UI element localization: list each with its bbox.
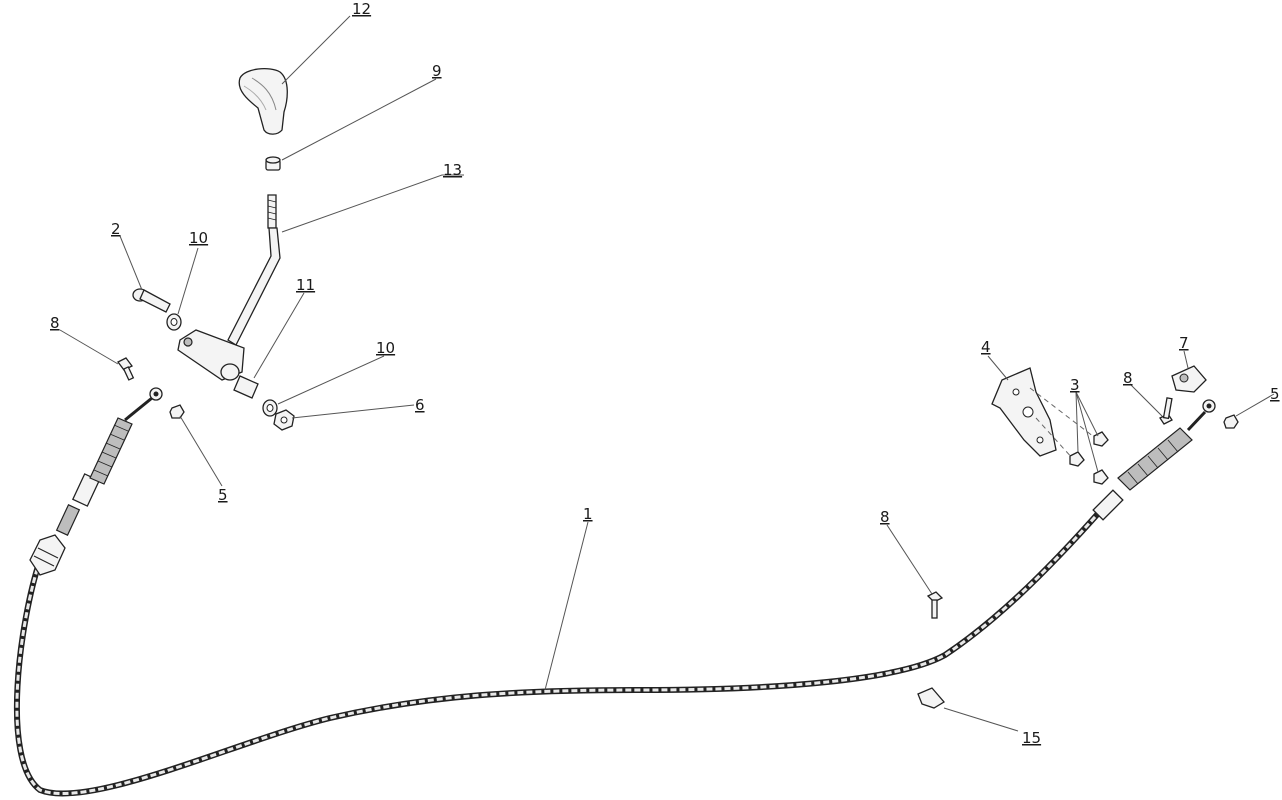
right-cable-ferrule [1092,489,1124,521]
left-cable-rod [124,396,153,422]
callout-5-right: 5 [1270,385,1280,403]
left-rubber-boot [29,534,66,576]
callout-2: 2 [111,220,121,238]
cable-right-end [1092,399,1216,521]
callout-10-upper: 10 [189,229,208,247]
pivot-bolt [132,288,171,313]
knob-adapter [265,156,281,171]
callout-9: 9 [432,62,442,80]
lever-shaft [227,227,281,346]
callout-10-lower: 10 [376,339,395,357]
callout-1: 1 [583,505,593,523]
cable-left-end [29,387,163,576]
right-bellows [1117,427,1193,491]
lever-pivot-boss [220,363,240,381]
nut-right [1223,414,1239,429]
right-cable-rod [1186,410,1207,432]
callout-8-right: 8 [1123,369,1133,387]
callout-4: 4 [981,338,991,356]
callout-6: 6 [415,396,425,414]
screw-c [1093,469,1109,485]
nut-left [169,404,185,419]
callout-7: 7 [1179,334,1189,352]
cable-inner-line [15,499,1112,796]
left-cable-sleeve [55,503,81,537]
callout-15: 15 [1022,729,1041,747]
callout-labels: 1 2 3 4 5 5 6 7 8 8 8 9 10 10 11 12 13 1… [50,0,1280,747]
callout-12: 12 [352,0,371,18]
gear-lever [177,194,281,381]
pivot-bushing [233,375,259,399]
callout-8-center: 8 [880,508,890,526]
callout-3: 3 [1070,376,1080,394]
callout-13: 13 [443,161,462,179]
callout-5-left: 5 [218,486,228,504]
callout-8-left: 8 [50,314,60,332]
cable-bracket [991,367,1099,461]
screw-a [1093,431,1109,447]
bolt-center [926,591,944,619]
bolt-left [117,357,135,381]
bolt-right [1159,397,1173,425]
screw-b [1069,451,1085,467]
control-cable [13,387,1216,797]
callout-11: 11 [296,276,315,294]
cable-outer-sheath [13,498,1113,797]
shift-knob [238,67,288,135]
cable-clevis [1171,365,1207,393]
leader-lines [59,15,1275,732]
left-bellows [89,417,133,485]
cable-clip [917,687,945,709]
